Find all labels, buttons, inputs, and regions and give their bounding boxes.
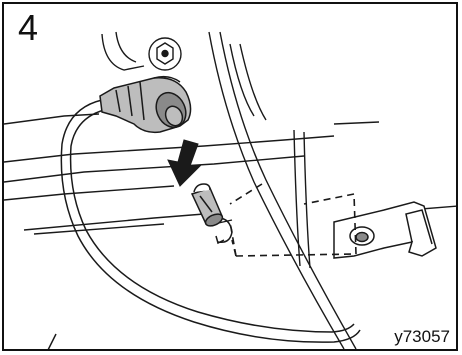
illustration-frame: 4 y73057 — [2, 2, 458, 351]
bulb-replacement-illustration — [4, 4, 458, 351]
body-panel-lines — [4, 32, 458, 349]
bolt-icon — [149, 38, 181, 70]
mounting-bracket — [334, 202, 436, 258]
figure-code: y73057 — [394, 327, 450, 347]
bulb-icon — [192, 184, 224, 228]
bulb-socket — [100, 77, 191, 133]
arrow-down-icon — [168, 140, 200, 186]
step-number: 4 — [18, 8, 38, 48]
